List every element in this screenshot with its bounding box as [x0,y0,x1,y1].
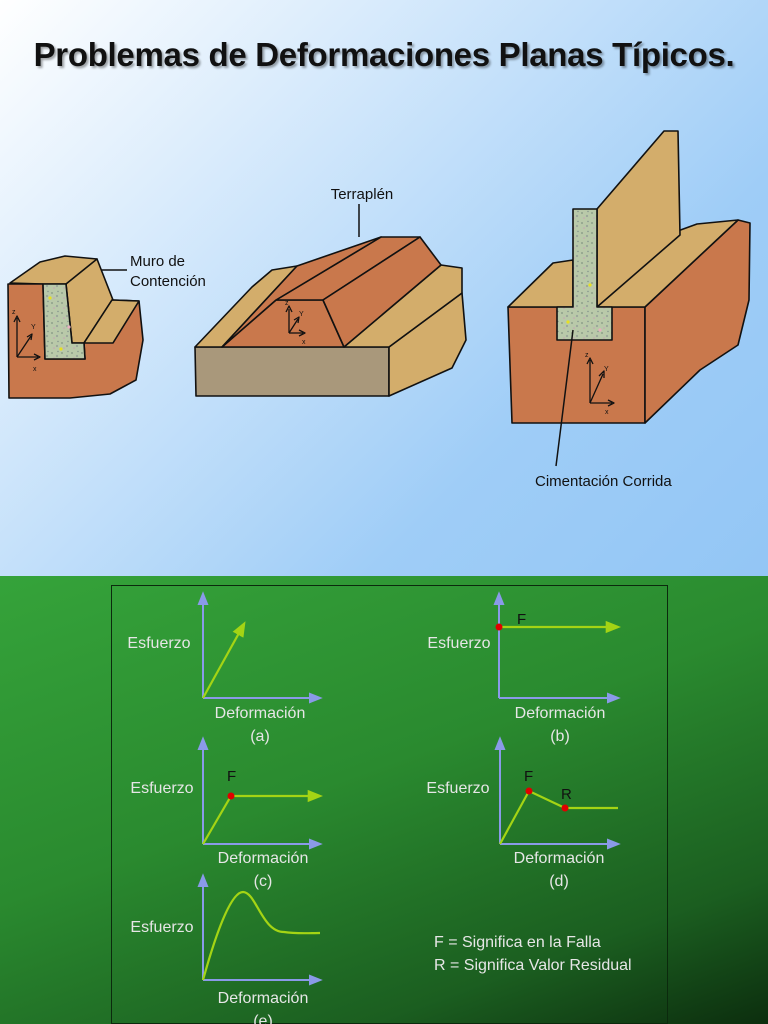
bottom-panel [0,576,768,1024]
embankment-axis-y-label: Y [299,311,304,318]
graph-d-caption: (d) [549,873,569,890]
embankment-slope-right [322,236,442,348]
stress-strain-graphs: Esfuerzo Deformación (a) F Esfuerzo Defo… [127,591,632,1024]
footing-soil-top-left [507,259,574,308]
graph-e: Esfuerzo Deformación (e) [130,873,323,1024]
graphs-legend: F = Significa en la Falla R = Significa … [434,934,632,974]
wall-axis-x-label: x [33,366,37,373]
graph-c-xlabel: Deformación [218,850,309,867]
wall-label-line1: Muro de [130,253,185,270]
strip-footing-illustration: z Y x [507,130,751,424]
graph-c-failure-point [227,792,235,800]
legend-line-1: F = Significa en la Falla [434,934,601,951]
graph-a: Esfuerzo Deformación (a) [127,591,323,745]
graph-a-xlabel: Deformación [215,705,306,722]
graph-c-ylabel: Esfuerzo [130,780,193,797]
graph-a-caption: (a) [250,728,270,745]
wall-concrete [42,283,86,360]
wall-lower-top [83,299,140,344]
graph-b-f-label: F [517,611,526,628]
graph-c: F Esfuerzo Deformación (c) [130,736,324,890]
illustrations: z Y x Muro de Contención z Y x [7,130,751,490]
graph-d-curve [499,789,618,845]
embankment-illustration: z Y x [194,236,467,397]
embankment-axes-icon [285,305,306,337]
embankment-label: Terraplén [331,186,394,203]
graph-d-failure-point [525,787,533,795]
graph-b-failure-point [495,623,503,631]
legend-line-2: R = Significa Valor Residual [434,957,632,974]
graph-d-ylabel: Esfuerzo [426,780,489,797]
graph-e-ylabel: Esfuerzo [130,919,193,936]
graph-b-ylabel: Esfuerzo [427,635,490,652]
graph-b-xlabel: Deformación [515,705,606,722]
footing-label: Cimentación Corrida [535,473,672,490]
graph-b: F Esfuerzo Deformación (b) [427,591,622,745]
footing-axis-x-label: x [605,409,609,416]
graph-b-caption: (b) [550,728,570,745]
slide-title: Problemas de Deformaciones Planas Típico… [33,36,735,73]
graph-a-curve [202,621,246,699]
embankment-left-ground [194,265,298,348]
graph-e-caption: (e) [253,1013,273,1024]
graph-d-residual-point [561,804,569,812]
footing-axis-y-label: Y [604,366,609,373]
wall-axes-icon [13,315,41,361]
footing-leader-line [555,329,574,467]
graph-e-curve [201,890,321,981]
embankment-right-ground [343,264,463,348]
footing-axes-icon [586,357,615,407]
graph-d-r-label: R [561,786,572,803]
graph-d: F R Esfuerzo Deformación (d) [426,736,621,890]
wall-axis-z-label: z [12,309,16,316]
graph-c-caption: (c) [254,873,273,890]
embankment-axis-z-label: z [285,300,289,307]
retaining-wall-illustration: z Y x [7,255,144,399]
graph-c-curve [202,789,324,845]
embankment-side [194,346,390,397]
footing-concrete [556,208,613,341]
footing-soil-right [644,219,751,424]
graph-e-xlabel: Deformación [218,990,309,1007]
graph-c-f-label: F [227,768,236,785]
graph-d-f-label: F [524,768,533,785]
graph-a-ylabel: Esfuerzo [127,635,190,652]
embankment-slope-left [221,236,382,348]
wall-label-line2: Contención [130,273,206,290]
footing-axis-z-label: z [585,352,589,359]
embankment-axis-x-label: x [302,339,306,346]
wall-axis-y-label: Y [31,324,36,331]
graph-d-xlabel: Deformación [514,850,605,867]
